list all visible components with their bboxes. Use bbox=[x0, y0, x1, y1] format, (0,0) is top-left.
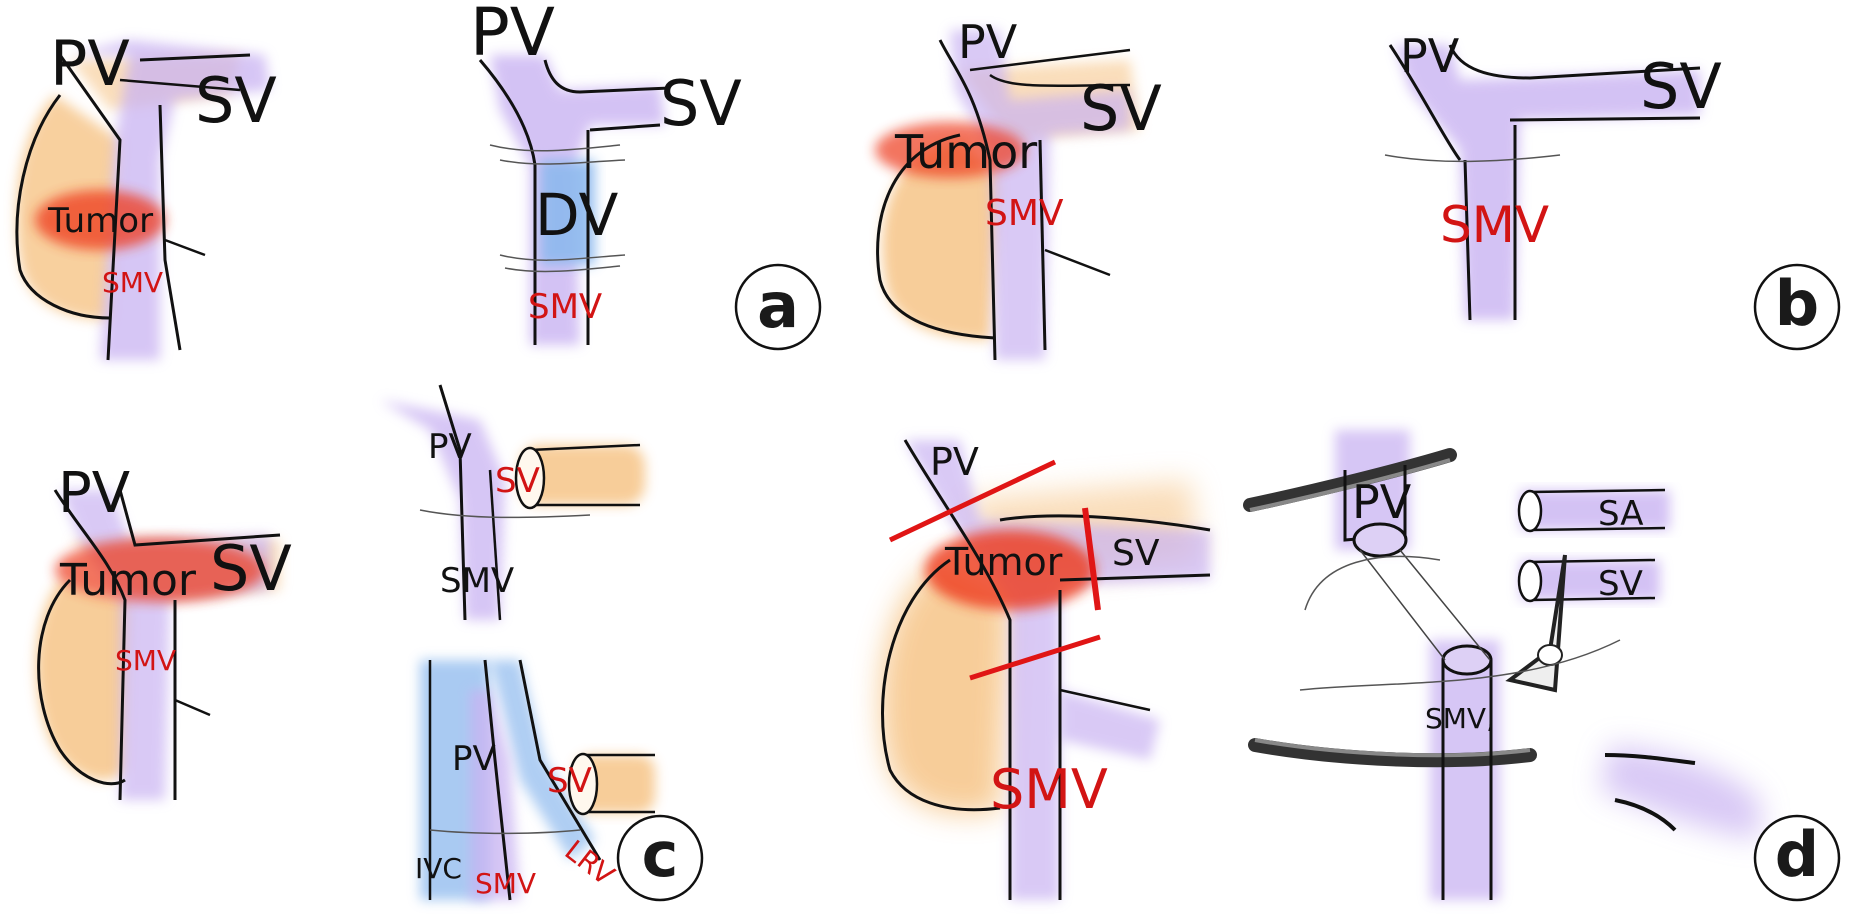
panel-b-left-sv-label: SV bbox=[1080, 72, 1162, 145]
panel-d-right-drawing bbox=[1243, 430, 1760, 900]
panel-b-right-pv-label: PV bbox=[1400, 29, 1460, 83]
panel-a-right-drawing bbox=[478, 55, 671, 345]
panel-b-letter: b bbox=[1775, 267, 1819, 340]
panel-c-left-smv-label: SMV bbox=[115, 644, 176, 677]
panel-c-bottom-ivc-label: IVC bbox=[415, 852, 462, 885]
panel-a-right-smv-label: SMV bbox=[528, 287, 602, 327]
panel-b-left-pv-label: PV bbox=[958, 15, 1018, 69]
panel-c-top-smv-label: SMV bbox=[440, 561, 514, 601]
panel-c-bottom-smv-label: SMV bbox=[475, 867, 536, 900]
panel-d-left-sv-label: SV bbox=[1112, 533, 1160, 574]
panel-a-left-smv-label: SMV bbox=[102, 266, 163, 299]
panel-b-right-sv-label: SV bbox=[1640, 50, 1722, 123]
panel-d-right-sv-label: SV bbox=[1598, 564, 1643, 604]
panel-b-left-tumor-label: Tumor bbox=[894, 125, 1037, 179]
panel-a-left-drawing bbox=[15, 40, 270, 361]
panel-c-bottom-drawing bbox=[375, 659, 655, 901]
panel-b: PV SV Tumor SMV PV SV SMV b bbox=[875, 15, 1841, 361]
panel-a-right-pv-label: PV bbox=[470, 0, 555, 71]
panel-a-left-sv-label: SV bbox=[195, 64, 277, 137]
panel-c-left-sv-label: SV bbox=[210, 532, 292, 605]
panel-c-bottom-pv-label: PV bbox=[452, 739, 496, 779]
panel-a-left-tumor-label: Tumor bbox=[47, 201, 153, 241]
panel-d-left-tumor-label: Tumor bbox=[944, 540, 1063, 584]
panel-d: PV SV Tumor SMV bbox=[880, 430, 1841, 902]
panel-d-right-pv-label: PV bbox=[1352, 475, 1412, 529]
panel-a-right-sv-label: SV bbox=[660, 67, 742, 140]
panel-c-left-pv-label: PV bbox=[58, 461, 130, 526]
panel-d-left-smv-label: SMV bbox=[990, 758, 1108, 821]
panel-a: PV SV Tumor SMV PV SV DV SMV a bbox=[15, 0, 822, 361]
panel-b-letter-circle bbox=[1753, 263, 1841, 351]
panel-b-left-drawing bbox=[875, 30, 1140, 361]
panel-b-right-smv-label: SMV bbox=[1440, 196, 1549, 254]
panel-d-letter: d bbox=[1775, 818, 1819, 891]
panel-c-top-sv-label: SV bbox=[495, 461, 540, 501]
panel-d-left-pv-label: PV bbox=[930, 440, 979, 484]
panel-a-letter-circle bbox=[734, 263, 822, 351]
panel-c-left-drawing bbox=[36, 489, 281, 801]
panel-a-right-dv-label: DV bbox=[535, 181, 619, 249]
panel-c: PV SV Tumor SMV PV SV SMV bbox=[36, 384, 704, 902]
panel-c-letter-circle bbox=[616, 814, 704, 902]
panel-b-left-smv-label: SMV bbox=[985, 193, 1064, 234]
panel-d-left-drawing bbox=[880, 439, 1211, 900]
panel-b-right-drawing bbox=[1384, 44, 1701, 321]
panel-c-left-tumor-label: Tumor bbox=[59, 555, 197, 606]
panel-a-left-pv-label: PV bbox=[50, 27, 130, 100]
panel-c-top-pv-label: PV bbox=[428, 427, 472, 467]
panel-d-right-smv-label: SMV, bbox=[1425, 702, 1495, 735]
panel-d-letter-circle bbox=[1753, 814, 1841, 902]
panel-c-letter: c bbox=[642, 818, 679, 891]
panel-c-bottom-sv-label: SV bbox=[547, 761, 592, 801]
panel-c-top-drawing bbox=[380, 384, 645, 621]
panel-d-right-sa-label: SA bbox=[1598, 494, 1643, 534]
panel-a-letter: a bbox=[757, 269, 799, 342]
